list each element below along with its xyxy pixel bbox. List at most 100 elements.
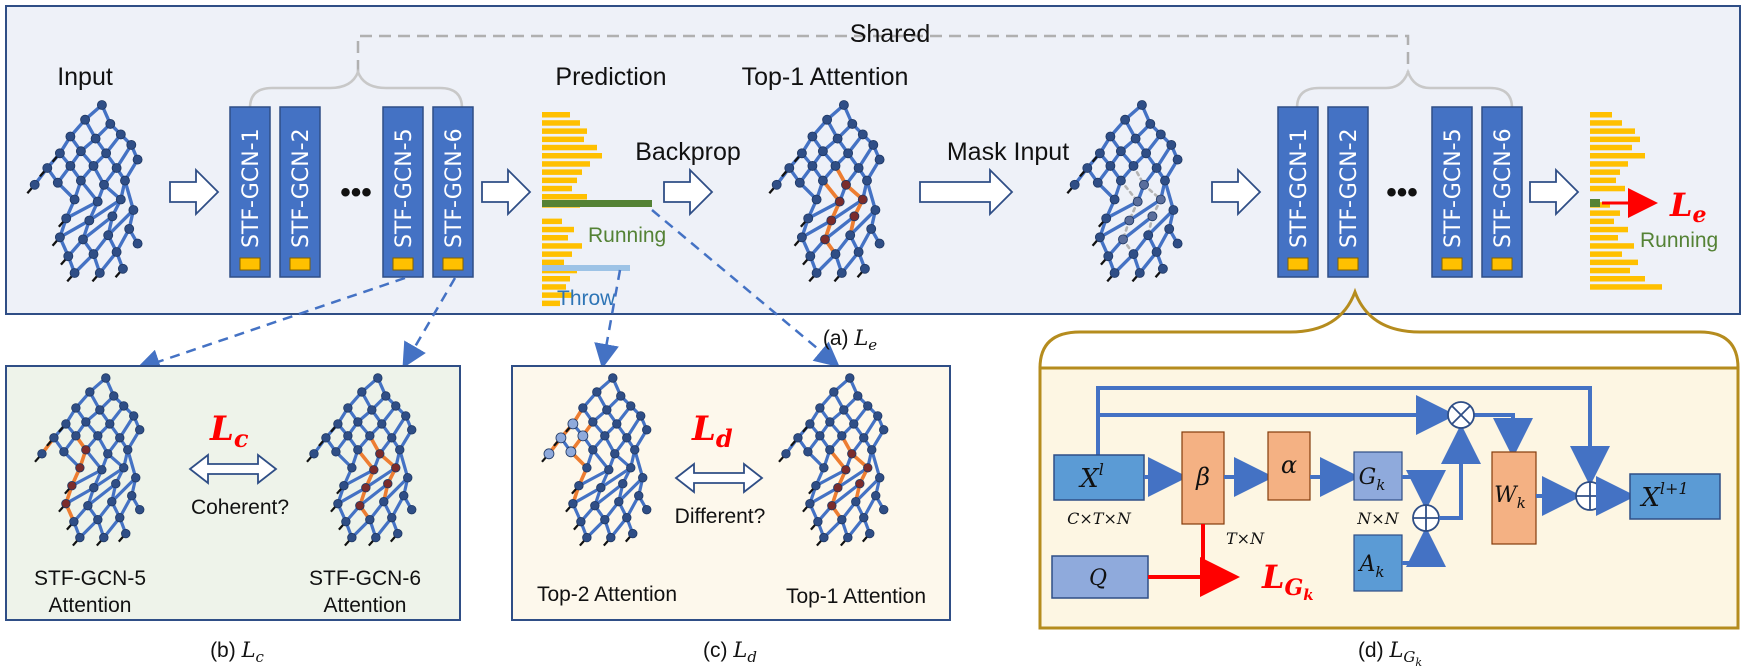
svg-text:STF-GCN-5: STF-GCN-5 bbox=[392, 128, 417, 248]
otimes-icon bbox=[1447, 401, 1475, 429]
ak-label: Ak bbox=[1358, 552, 1385, 581]
prediction-bar bbox=[1590, 251, 1622, 257]
prediction-bar bbox=[1590, 226, 1628, 233]
top1-attention-label: Top-1 Attention bbox=[742, 63, 909, 91]
prediction-bar bbox=[542, 243, 582, 249]
skip-connection-line bbox=[1096, 386, 1610, 486]
q-label: Q bbox=[1089, 566, 1107, 591]
caption-b: (b) Lc bbox=[210, 638, 264, 666]
prediction-bar bbox=[1590, 128, 1635, 134]
gcn-block-1-5: STF-GCN-5 bbox=[382, 106, 424, 278]
beta-box bbox=[1181, 431, 1225, 525]
gcn-block-1-1: STF-GCN-1 bbox=[229, 106, 271, 278]
prediction-bar bbox=[1590, 185, 1625, 192]
prediction-bar bbox=[542, 144, 597, 151]
loss-e: Le bbox=[1669, 186, 1707, 228]
prediction-bar bbox=[542, 284, 566, 290]
prediction-bar bbox=[1590, 169, 1620, 175]
top2-attention-label: Top-2 Attention bbox=[537, 583, 677, 606]
caption-c: (c) Ld bbox=[703, 638, 757, 666]
prediction-bar bbox=[542, 161, 590, 167]
gcn5-attention-label-line2: Attention bbox=[49, 594, 132, 617]
prediction-bar bbox=[1590, 284, 1662, 290]
caption-d: (d) LGk bbox=[1358, 638, 1422, 669]
prediction-bar bbox=[1590, 161, 1628, 167]
throw-label: Throw bbox=[557, 287, 616, 310]
gk-to-oplus bbox=[1402, 470, 1446, 510]
prediction-bar bbox=[542, 128, 587, 134]
svg-text:STF-GCN-1: STF-GCN-1 bbox=[1287, 128, 1312, 248]
ak-to-oplus bbox=[1402, 527, 1446, 567]
top1-attention-label-c: Top-1 Attention bbox=[786, 585, 926, 608]
arrow-masked-to-gcn bbox=[1211, 167, 1262, 217]
prediction-bar bbox=[542, 194, 587, 200]
gcn-group-brace-2 bbox=[1295, 68, 1514, 109]
prediction-bar bbox=[542, 292, 572, 298]
gk-box bbox=[1353, 451, 1403, 501]
masked-input-skeleton bbox=[1066, 100, 1183, 283]
prediction-bar bbox=[542, 153, 602, 159]
prediction-bar bbox=[1590, 144, 1632, 151]
arrow-input-to-gcn bbox=[169, 167, 220, 217]
gcn-block-1-6: STF-GCN-6 bbox=[432, 106, 474, 278]
xl-label: Xl bbox=[1078, 460, 1104, 494]
oplus-to-otimes bbox=[1439, 424, 1481, 520]
wk-box bbox=[1491, 451, 1537, 545]
gcn6-attention-skeleton bbox=[306, 373, 417, 547]
prediction-bar bbox=[542, 169, 582, 175]
svg-text:STF-GCN-6: STF-GCN-6 bbox=[442, 128, 467, 248]
oplus-output-icon bbox=[1575, 481, 1605, 511]
prediction-bar bbox=[1590, 267, 1630, 274]
prediction-bar bbox=[542, 120, 580, 126]
svg-text:STF-GCN-1: STF-GCN-1 bbox=[239, 128, 264, 248]
alpha-label: α bbox=[1281, 451, 1297, 479]
prediction-bar bbox=[1590, 235, 1618, 241]
gk-label: Gk bbox=[1359, 465, 1386, 494]
prediction-bar bbox=[1590, 243, 1634, 249]
beta-label: β bbox=[1195, 463, 1210, 491]
gcn5-attention-skeleton bbox=[34, 373, 145, 547]
loss-c: Lc bbox=[209, 409, 249, 453]
output-prediction-histogram bbox=[1590, 112, 1662, 290]
alpha-box bbox=[1267, 431, 1311, 501]
xl-dims: C×T×N bbox=[1067, 509, 1132, 528]
svg-text:STF-GCN-5: STF-GCN-5 bbox=[1441, 128, 1466, 248]
gcn-block-2-5: STF-GCN-5 bbox=[1431, 106, 1473, 278]
prediction-bar bbox=[1590, 218, 1614, 225]
arrow-backprop bbox=[663, 167, 714, 217]
prediction-bar bbox=[1590, 112, 1612, 118]
gcn6-attention-label-line1: STF-GCN-6 bbox=[309, 567, 421, 590]
mask-input-label: Mask Input bbox=[947, 138, 1069, 166]
loss-d: Ld bbox=[691, 409, 733, 453]
prediction-bar bbox=[1590, 153, 1645, 159]
gcn-block-1-2: STF-GCN-2 bbox=[279, 106, 321, 278]
prediction-bar bbox=[542, 185, 572, 192]
wk-label: Wk bbox=[1494, 483, 1526, 512]
prediction-bar bbox=[542, 136, 584, 143]
prediction-label: Prediction bbox=[555, 63, 666, 91]
prediction-bar bbox=[542, 276, 570, 282]
xl1-label: Xl+1 bbox=[1639, 479, 1688, 513]
tn-label: T×N bbox=[1226, 529, 1265, 548]
ak-box bbox=[1353, 534, 1403, 592]
double-arrow-different bbox=[674, 462, 764, 494]
running-prediction-bar bbox=[542, 200, 652, 207]
svg-text:STF-GCN-2: STF-GCN-2 bbox=[289, 128, 314, 248]
arrow-gcn-to-prediction bbox=[481, 167, 532, 217]
xl-box bbox=[1053, 454, 1145, 501]
xl1-box bbox=[1629, 473, 1721, 520]
prediction-bar bbox=[1590, 259, 1638, 266]
running-label-output: Running bbox=[1640, 229, 1718, 252]
svg-text:STF-GCN-2: STF-GCN-2 bbox=[1337, 128, 1362, 248]
arrow-gcn-to-output bbox=[1529, 167, 1580, 217]
prediction-bar bbox=[1590, 210, 1620, 216]
shared-label: Shared bbox=[850, 20, 931, 48]
prediction-bar bbox=[542, 259, 564, 266]
prediction-bar bbox=[542, 218, 562, 225]
input-label: Input bbox=[57, 63, 113, 91]
gcn-ellipsis-2: ••• bbox=[1386, 176, 1418, 209]
shared-dashed-connector bbox=[356, 34, 1410, 72]
prediction-bar bbox=[1590, 177, 1616, 184]
input-skeleton bbox=[26, 100, 143, 283]
